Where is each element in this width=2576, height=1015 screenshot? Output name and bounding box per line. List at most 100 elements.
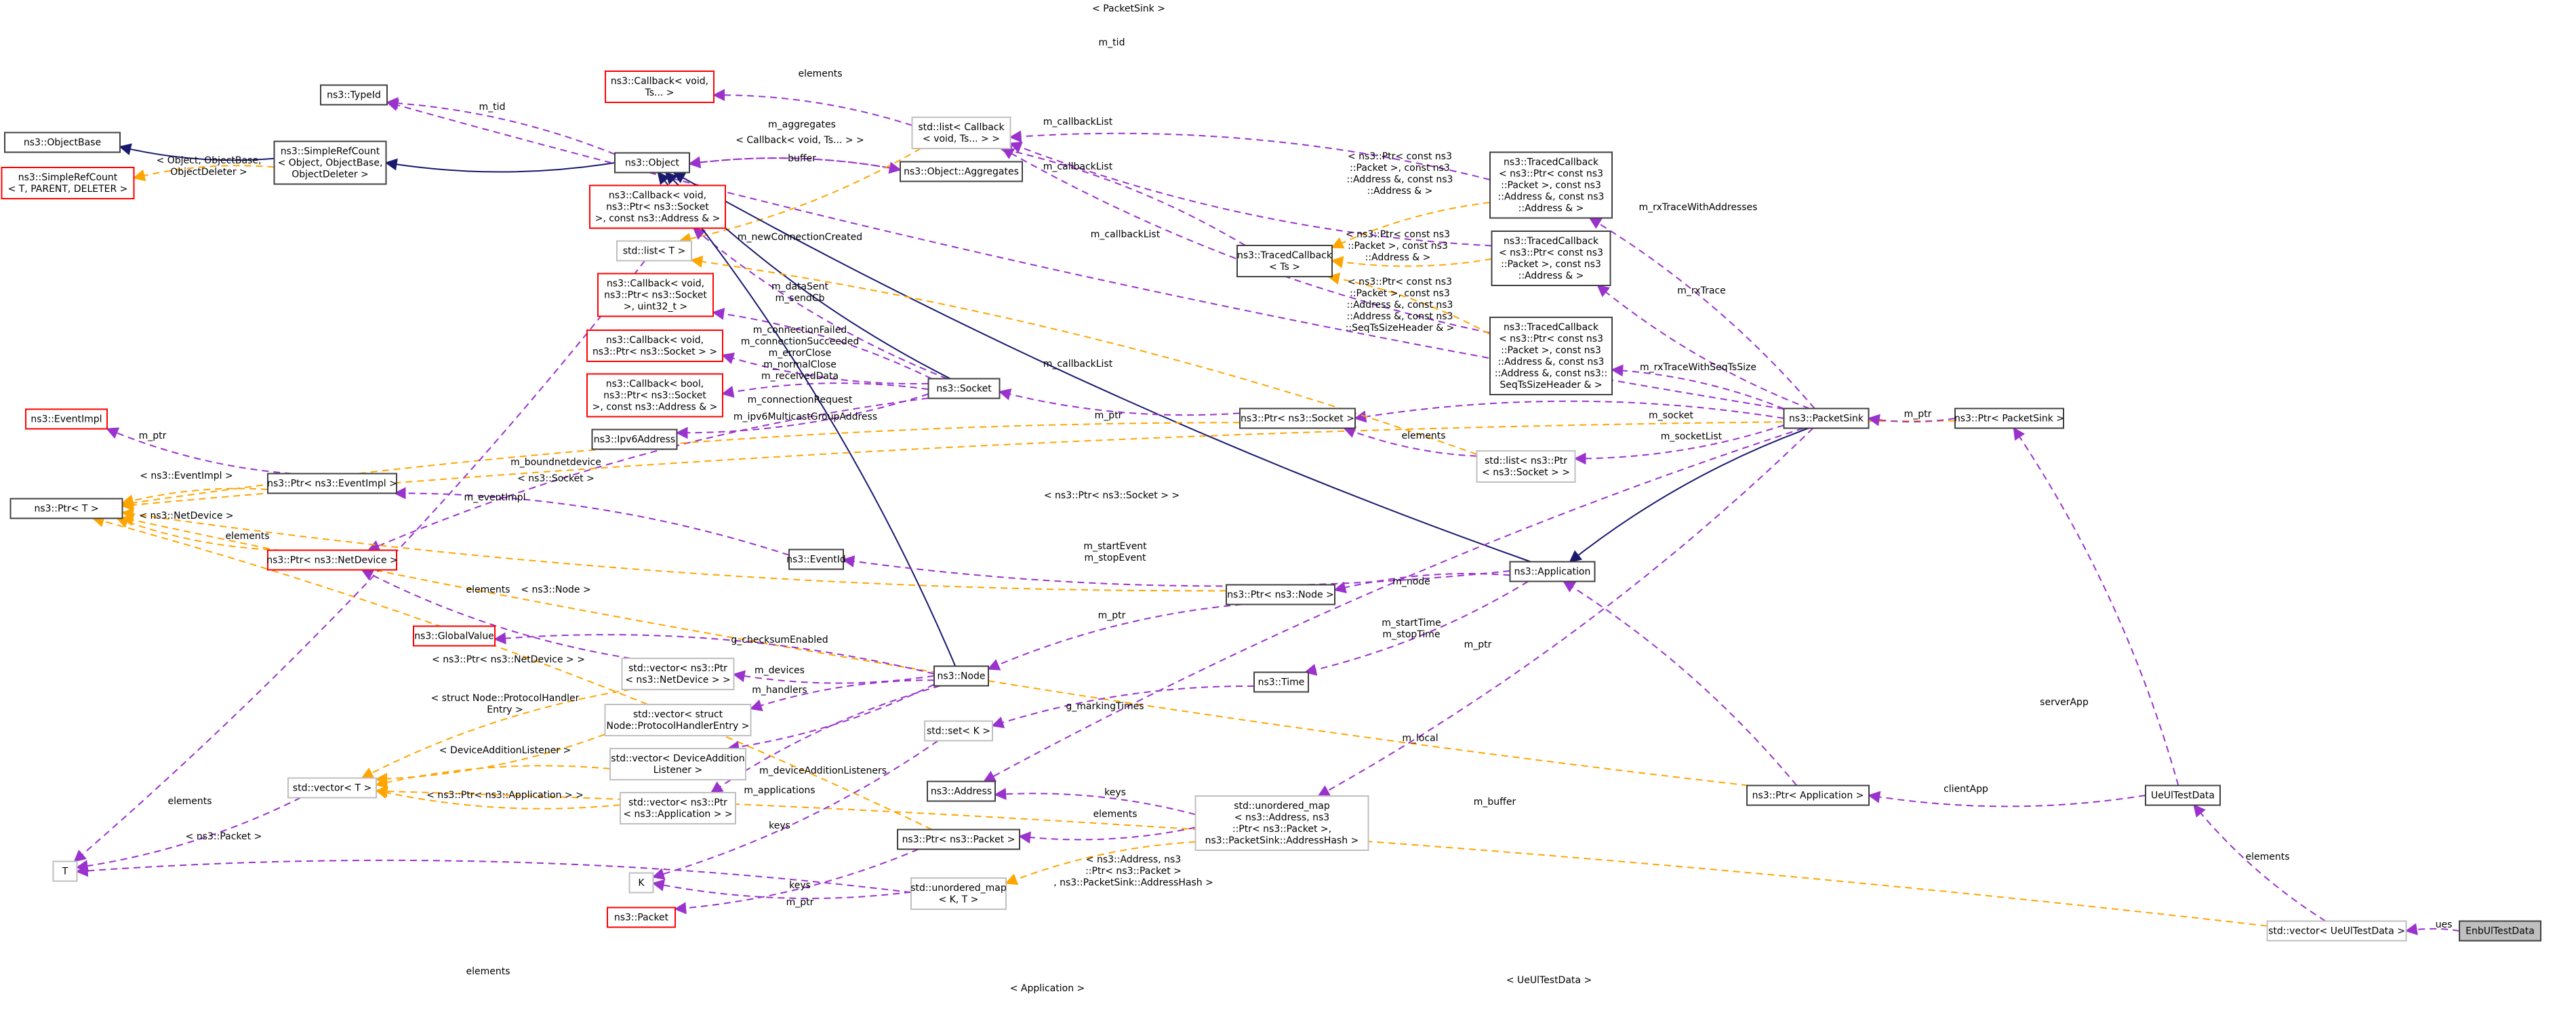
class-node-socket[interactable]: ns3::Socket [927,378,1001,399]
node-label: < ns3::Application > > [623,809,732,820]
edge-label-group: buffer [788,153,816,164]
class-node-std-list-t[interactable]: std::list< T > [616,240,692,262]
class-node-callback-void-ts[interactable]: ns3::Callback< void,Ts... > [605,71,715,103]
node-box [924,720,993,742]
class-node-event-impl[interactable]: ns3::EventImpl [25,408,108,430]
edge-label: m_rxTraceWithSeqTsSize [1640,362,1756,373]
class-node-ptr-packet-sink[interactable]: ns3::Ptr< PacketSink > [1954,407,2064,429]
class-node-enb-ul-test-data[interactable]: EnbUlTestData [2459,920,2541,942]
edge-line [393,487,790,556]
edge-label: elements [1401,431,1445,441]
class-node-traced-callback-ts[interactable]: ns3::TracedCallback< Ts > [1236,245,1333,277]
edge-unordered-map-addr-to-ptr-packet [1018,827,1196,844]
class-node-node[interactable]: ns3::Node [933,665,989,687]
class-node-simple-ref-count-obj[interactable]: ns3::SimpleRefCount< Object, ObjectBase,… [273,140,387,185]
node-box [273,140,387,185]
node-box [591,429,678,450]
edge-label: ObjectDeleter > [170,167,247,178]
class-node-time[interactable]: ns3::Time [1253,671,1309,693]
edge-label: elements [167,796,212,807]
edge-application-to-event-id [842,555,1510,587]
edge-line [106,427,292,475]
class-node-address[interactable]: ns3::Address [927,780,996,802]
class-node-ptr-packet[interactable]: ns3::Ptr< ns3::Packet > [897,829,1020,850]
node-box [1489,151,1613,219]
class-node-object[interactable]: ns3::Object [614,152,690,174]
class-node-vec-ptr-app[interactable]: std::vector< ns3::Ptr< ns3::Application … [620,792,736,824]
class-node-ptr-node[interactable]: ns3::Ptr< ns3::Node > [1226,584,1335,605]
class-node-cb-socket[interactable]: ns3::Callback< void,ns3::Ptr< ns3::Socke… [586,330,723,362]
edge-label-group: serverApp [2040,697,2089,708]
class-node-vec-proto-handler[interactable]: std::vector< structNode::ProtocolHandler… [604,704,752,736]
node-box [609,748,746,780]
edge-tc-seq-ts-to-traced-callback-ts [1327,273,1491,335]
class-node-packet-sink[interactable]: ns3::PacketSink [1783,407,1870,429]
class-node-vec-ue-ul-test-data[interactable]: std::vector< UeUlTestData > [2266,920,2407,942]
edge-line [121,420,1956,511]
node-label: ::Address &, const ns3 [1498,357,1605,367]
class-node-cb-socket-addr[interactable]: ns3::Callback< void,ns3::Ptr< ns3::Socke… [589,184,726,229]
edge-label-group: m_tid [1099,37,1125,48]
class-node-global-value[interactable]: ns3::GlobalValue [413,625,496,647]
class-node-ptr-socket[interactable]: ns3::Ptr< ns3::Socket > [1239,407,1356,429]
class-node-ptr-t[interactable]: ns3::Ptr< T > [9,498,123,519]
class-node-t[interactable]: T [52,860,78,882]
class-node-event-id[interactable]: ns3::EventId [786,549,846,570]
class-node-ptr-net-device[interactable]: ns3::Ptr< ns3::NetDevice > [266,549,398,571]
edge-label-group: < ns3::NetDevice > [139,511,233,521]
edge-label: < ns3::Socket > [517,473,595,484]
class-node-object-base[interactable]: ns3::ObjectBase [4,132,121,153]
class-node-simple-ref-count-t[interactable]: ns3::SimpleRefCount< T, PARENT, DELETER … [1,167,135,199]
edge-socket-to-cb-bool-socket-addr [721,382,929,398]
edge-line [375,787,621,810]
edge-vec-proto-handler-to-vector-t [375,734,605,785]
class-node-k[interactable]: K [628,872,654,894]
edge-ptr-application-to-application [1563,580,1798,787]
node-box [911,117,1011,149]
class-node-application[interactable]: ns3::Application [1509,561,1596,582]
class-node-vec-dev-add-listener[interactable]: std::vector< DeviceAdditionListener > [609,748,746,780]
edge-std-list-callback-to-std-list-t [678,148,921,245]
class-node-tc-addr-addr[interactable]: ns3::TracedCallback< ns3::Ptr< const ns3… [1489,151,1613,219]
class-node-unordered-map-addr[interactable]: std::unordered_map< ns3::Address, ns3::P… [1194,795,1369,851]
class-node-set-k[interactable]: std::set< K > [924,720,993,742]
edge-simple-ref-count-obj-to-object-base [119,143,275,161]
class-node-std-list-callback[interactable]: std::list< Callback< void, Ts... > > [911,117,1011,149]
class-node-std-list-ptr-socket[interactable]: std::list< ns3::Ptr< ns3::Socket > > [1476,450,1576,483]
class-node-aggregates[interactable]: ns3::Object::Aggregates [900,161,1023,182]
edge-line [116,516,282,551]
class-node-cb-socket-uint[interactable]: ns3::Callback< void,ns3::Ptr< ns3::Socke… [597,273,714,317]
class-node-vec-ptr-net-device[interactable]: std::vector< ns3::Ptr< ns3::NetDevice > … [621,658,735,690]
edge-label: m_socket [1649,410,1693,421]
edge-label: m_dataSent [771,281,829,292]
class-node-type-id[interactable]: ns3::TypeId [320,84,388,106]
class-node-unordered-map-kt[interactable]: std::unordered_map< K, T > [910,877,1007,910]
node-box [621,658,735,690]
class-node-ipv6address[interactable]: ns3::Ipv6Address [591,429,678,450]
class-node-tc-addr[interactable]: ns3::TracedCallback< ns3::Ptr< const ns3… [1491,231,1611,286]
edge-label: elements [225,531,269,542]
class-node-tc-seq-ts[interactable]: ns3::TracedCallback< ns3::Ptr< const ns3… [1489,317,1613,395]
node-label: ns3::Node [937,671,985,682]
node-label: ::Packet >, const ns3 [1501,180,1601,191]
node-label: < ns3::Ptr< const ns3 [1499,334,1603,344]
edge-unordered-map-kt-to-t [75,859,912,894]
class-node-vector-t[interactable]: std::vector< T > [287,777,377,799]
class-node-ptr-application[interactable]: ns3::Ptr< Application > [1746,784,1870,806]
node-label: ns3::EventImpl [31,414,102,425]
class-node-cb-bool-socket-addr[interactable]: ns3::Callback< bool,ns3::Ptr< ns3::Socke… [586,373,723,418]
edge-label-group: m_eventImpl [464,492,525,503]
class-node-ptr-event-impl[interactable]: ns3::Ptr< ns3::EventImpl > [267,473,397,494]
edge-label-group: < DeviceAdditionListener > [439,745,571,756]
node-label: ns3::Ptr< PacketSink > [1954,414,2064,424]
edge-label: m_tid [1099,37,1125,48]
edge-label: m_eventImpl [464,492,525,503]
class-node-ue-ul-test-data[interactable]: UeUlTestData [2145,784,2221,806]
edge-label-group: elements [225,531,269,542]
edge-label: m_connectionFailed [753,325,847,336]
edge-line [1018,827,1196,844]
edge-line [375,734,605,785]
class-node-packet[interactable]: ns3::Packet [607,907,676,928]
edge-tc-addr-addr-to-traced-callback-ts [1331,201,1491,249]
